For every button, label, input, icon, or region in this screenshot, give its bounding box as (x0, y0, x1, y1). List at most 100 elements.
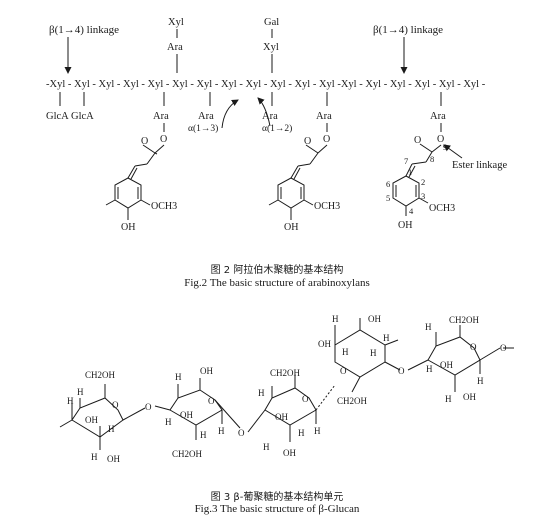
svg-text:OCH3: OCH3 (314, 201, 340, 212)
svg-text:2: 2 (421, 177, 425, 187)
svg-text:CH2OH: CH2OH (172, 449, 203, 459)
xylan-backbone: -Xyl - Xyl - Xyl - Xyl - Xyl - Xyl - Xyl… (46, 79, 486, 90)
ara-substituent-2: Ara (198, 92, 214, 122)
ferulic-acid-ester-right: O O OCH3 OH Ester linkage 9 (386, 123, 507, 231)
ara-substituent-1: Ara (153, 92, 169, 122)
svg-text:1: 1 (408, 167, 412, 177)
svg-text:H: H (425, 322, 432, 332)
svg-text:H: H (91, 452, 98, 462)
svg-text:O: O (414, 135, 421, 146)
svg-text:OH: OH (463, 392, 476, 402)
glycosidic-oxygen-3: O (398, 366, 405, 376)
glycosidic-oxygen-2: O (238, 428, 245, 438)
ara-substituent-3: Ara (262, 92, 278, 122)
svg-text:H: H (298, 428, 305, 438)
ara-substituent-5: Ara (430, 92, 446, 122)
svg-text:OH: OH (121, 222, 135, 233)
svg-text:H: H (332, 314, 339, 324)
glucose-unit-4: H OH OH H H O CH2OH H (318, 314, 401, 406)
svg-text:H: H (263, 442, 270, 452)
svg-text:O: O (208, 396, 215, 406)
branch-xyl-top-left: Xyl (168, 17, 184, 28)
svg-text:Ara: Ara (430, 111, 446, 122)
svg-text:O: O (437, 134, 444, 145)
svg-text:H: H (165, 417, 172, 427)
beta-linkage-label-right: β(1→4) linkage (373, 24, 443, 36)
svg-text:H: H (218, 426, 225, 436)
svg-text:O: O (304, 136, 311, 147)
svg-text:O: O (340, 366, 347, 376)
svg-text:5: 5 (386, 193, 390, 203)
svg-text:O: O (302, 394, 309, 404)
figure-2-caption-cn: 图 2 阿拉伯木聚糖的基本结构 (210, 265, 344, 276)
ferulic-acid-ester-left: O O OCH3 OH (105, 123, 177, 233)
alpha-1-3-label: α(1→3) (188, 123, 218, 134)
svg-text:H: H (383, 333, 390, 343)
glca-label-1: GlcA (46, 111, 69, 122)
svg-text:H: H (200, 430, 207, 440)
svg-text:OH: OH (283, 448, 296, 458)
alpha-1-2-label: α(1→2) (262, 123, 292, 134)
figure-3-caption-en: Fig.3 The basic structure of β-Glucan (194, 503, 360, 515)
glucose-unit-5: CH2OH O H OH H OH H H (407, 315, 514, 404)
beta-glucan-structure: CH2OH O H H OH OH H H O H OH (59, 314, 514, 464)
svg-text:O: O (323, 134, 330, 145)
glycosidic-oxygen-1: O (145, 402, 152, 412)
svg-text:OH: OH (180, 410, 193, 420)
svg-text:OH: OH (368, 314, 381, 324)
svg-text:Ara: Ara (262, 111, 278, 122)
glycosidic-oxygen-4: O (500, 343, 507, 353)
svg-text:H: H (426, 364, 433, 374)
glucose-unit-1: CH2OH O H H OH OH H H (59, 370, 146, 464)
svg-text:OH: OH (318, 339, 331, 349)
glca-label-2: GlcA (71, 111, 94, 122)
svg-text:H: H (370, 348, 377, 358)
svg-text:H: H (175, 372, 182, 382)
svg-text:8: 8 (430, 154, 434, 164)
svg-text:CH2OH: CH2OH (270, 368, 301, 378)
svg-text:H: H (342, 347, 349, 357)
svg-text:CH2OH: CH2OH (337, 396, 368, 406)
svg-text:H: H (108, 424, 115, 434)
svg-text:H: H (67, 396, 74, 406)
svg-text:OH: OH (107, 454, 120, 464)
svg-text:OCH3: OCH3 (429, 203, 455, 214)
glucose-unit-3: CH2OH O H OH H H OH H (247, 368, 336, 458)
svg-text:OH: OH (85, 415, 98, 425)
svg-text:H: H (77, 387, 84, 397)
svg-text:OCH3: OCH3 (151, 201, 177, 212)
branch-gal-top: Gal (264, 17, 279, 28)
svg-text:O: O (160, 134, 167, 145)
svg-text:H: H (314, 426, 321, 436)
svg-text:Ester linkage: Ester linkage (452, 160, 507, 171)
svg-text:Ara: Ara (316, 111, 332, 122)
svg-text:H: H (477, 376, 484, 386)
alpha-1-3-arrow (221, 99, 239, 129)
svg-text:O: O (470, 342, 477, 352)
svg-text:Ara: Ara (198, 111, 214, 122)
svg-text:Ara: Ara (153, 111, 169, 122)
branch-xyl-top-mid: Xyl (263, 42, 279, 53)
figure-3-caption-cn: 图 3 β-葡聚糖的基本结构单元 (210, 492, 344, 503)
svg-text:OH: OH (284, 222, 298, 233)
ferulic-acid-ester-middle: O O OCH3 OH (268, 123, 340, 233)
beta-linkage-label-left: β(1→4) linkage (49, 24, 119, 36)
svg-text:H: H (445, 394, 452, 404)
branch-ara-top-left: Ara (167, 42, 183, 53)
svg-text:CH2OH: CH2OH (449, 315, 480, 325)
svg-text:7: 7 (404, 156, 408, 166)
figure-2-caption-en: Fig.2 The basic structure of arabinoxyla… (184, 277, 370, 289)
ara-substituent-4: Ara (316, 92, 332, 122)
svg-text:9: 9 (443, 142, 447, 152)
arabinoxylan-structure: -Xyl - Xyl - Xyl - Xyl - Xyl - Xyl - Xyl… (46, 17, 507, 233)
svg-text:OH: OH (275, 412, 288, 422)
svg-text:CH2OH: CH2OH (85, 370, 116, 380)
svg-text:OH: OH (200, 366, 213, 376)
svg-text:4: 4 (409, 206, 414, 216)
svg-text:O: O (112, 400, 119, 410)
alpha-1-2-arrow (257, 97, 271, 127)
svg-text:6: 6 (386, 179, 390, 189)
svg-text:O: O (141, 136, 148, 147)
